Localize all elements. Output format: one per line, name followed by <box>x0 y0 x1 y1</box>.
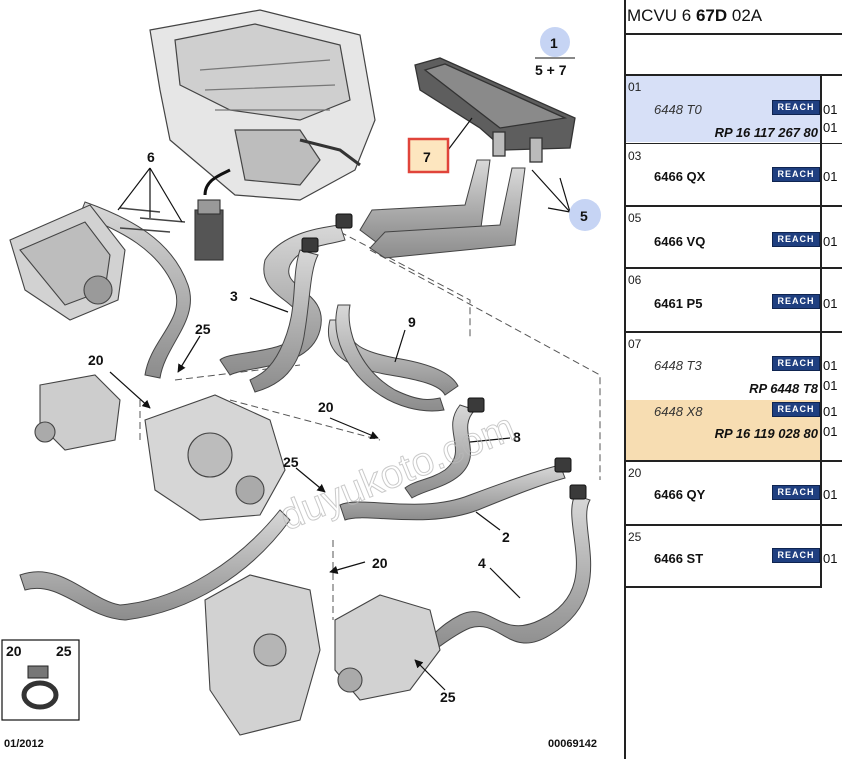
hose-9-lower <box>335 304 445 412</box>
thermostat-housing <box>34 374 121 451</box>
model-title: MCVU 6 67D 02A <box>627 6 763 25</box>
callout-25-upper: 25 <box>195 321 211 337</box>
callout-8: 8 <box>513 429 521 445</box>
callout-4: 4 <box>478 555 486 571</box>
diagram-canvas: 1 5 + 7 7 5 6 3 25 9 20 20 8 25 2 4 20 2… <box>1 9 601 750</box>
lower-pipe <box>19 509 291 621</box>
table-row[interactable]: 6448 X8 REACH RP 16 119 028 80 <box>626 400 820 460</box>
clamp-legend-right: 25 <box>56 643 72 659</box>
hose-8 <box>404 404 476 499</box>
callout-9: 9 <box>408 314 416 330</box>
reach-badge: REACH <box>772 485 820 500</box>
heater-matrix-radiator <box>414 57 576 163</box>
callout-5-plus-7: 5 + 7 <box>535 62 567 78</box>
reach-badge: REACH <box>772 232 820 247</box>
callout-20-left: 20 <box>88 352 104 368</box>
table-row[interactable]: 25 6466 ST REACH <box>626 526 820 586</box>
callout-6: 6 <box>147 149 155 165</box>
callout-20-lower: 20 <box>372 555 388 571</box>
auxiliary-heater <box>9 204 126 321</box>
callout-5: 5 <box>580 208 588 224</box>
callout-5-circle <box>569 199 601 231</box>
exploded-parts-diagram: 1 5 + 7 7 5 6 3 25 9 20 20 8 25 2 4 20 2… <box>1 9 601 750</box>
hose-left <box>79 201 191 379</box>
solenoid-valve <box>194 168 231 261</box>
reach-badge: REACH <box>772 356 820 371</box>
screws <box>119 207 186 233</box>
diagram-number: 00069142 <box>548 738 597 750</box>
water-outlet-housing <box>334 594 441 701</box>
table-row[interactable]: 01 6448 T0 REACH RP 16 117 267 80 <box>626 76 820 142</box>
table-row[interactable]: 07 6448 T3 REACH RP 6448 T8 <box>628 337 820 396</box>
table-row[interactable]: 20 6466 QY REACH <box>626 462 820 524</box>
reach-badge: REACH <box>772 100 820 115</box>
callout-2: 2 <box>502 529 510 545</box>
hose-4 <box>424 494 592 653</box>
hose-2 <box>339 464 566 521</box>
reach-badge: REACH <box>772 548 820 563</box>
callout-7-box <box>407 137 450 174</box>
reach-badge: REACH <box>772 294 820 309</box>
table-row[interactable]: 03 6466 QX REACH <box>626 145 820 205</box>
callout-25-lower: 25 <box>440 689 456 705</box>
hose-3-branch <box>249 249 319 393</box>
callout-3: 3 <box>230 288 238 304</box>
callout-20-center: 20 <box>318 399 334 415</box>
reach-badge: REACH <box>772 402 820 417</box>
clamp-legend-box: 20 25 <box>1 639 80 721</box>
water-pump <box>144 394 286 521</box>
callout-25-middle: 25 <box>283 454 299 470</box>
callout-7: 7 <box>423 149 431 165</box>
table-row[interactable]: 05 6466 VQ REACH <box>626 207 820 267</box>
diagram-date: 01/2012 <box>4 738 44 750</box>
parts-reference-panel: MCVU 6 67D 02A 01 6448 T0 REACH RP 16 11… <box>624 0 842 759</box>
callout-1-circle <box>540 27 570 57</box>
reach-badge: REACH <box>772 167 820 182</box>
clamp-legend-left: 20 <box>6 643 22 659</box>
heater-unit-housing <box>149 9 376 201</box>
callout-leaders <box>109 117 571 691</box>
cylinder-head-outlet <box>204 574 321 736</box>
table-row[interactable]: 06 6461 P5 REACH <box>626 269 820 331</box>
hose-clamps <box>301 213 587 500</box>
heater-pipes <box>359 159 526 259</box>
callout-1: 1 <box>550 35 558 51</box>
